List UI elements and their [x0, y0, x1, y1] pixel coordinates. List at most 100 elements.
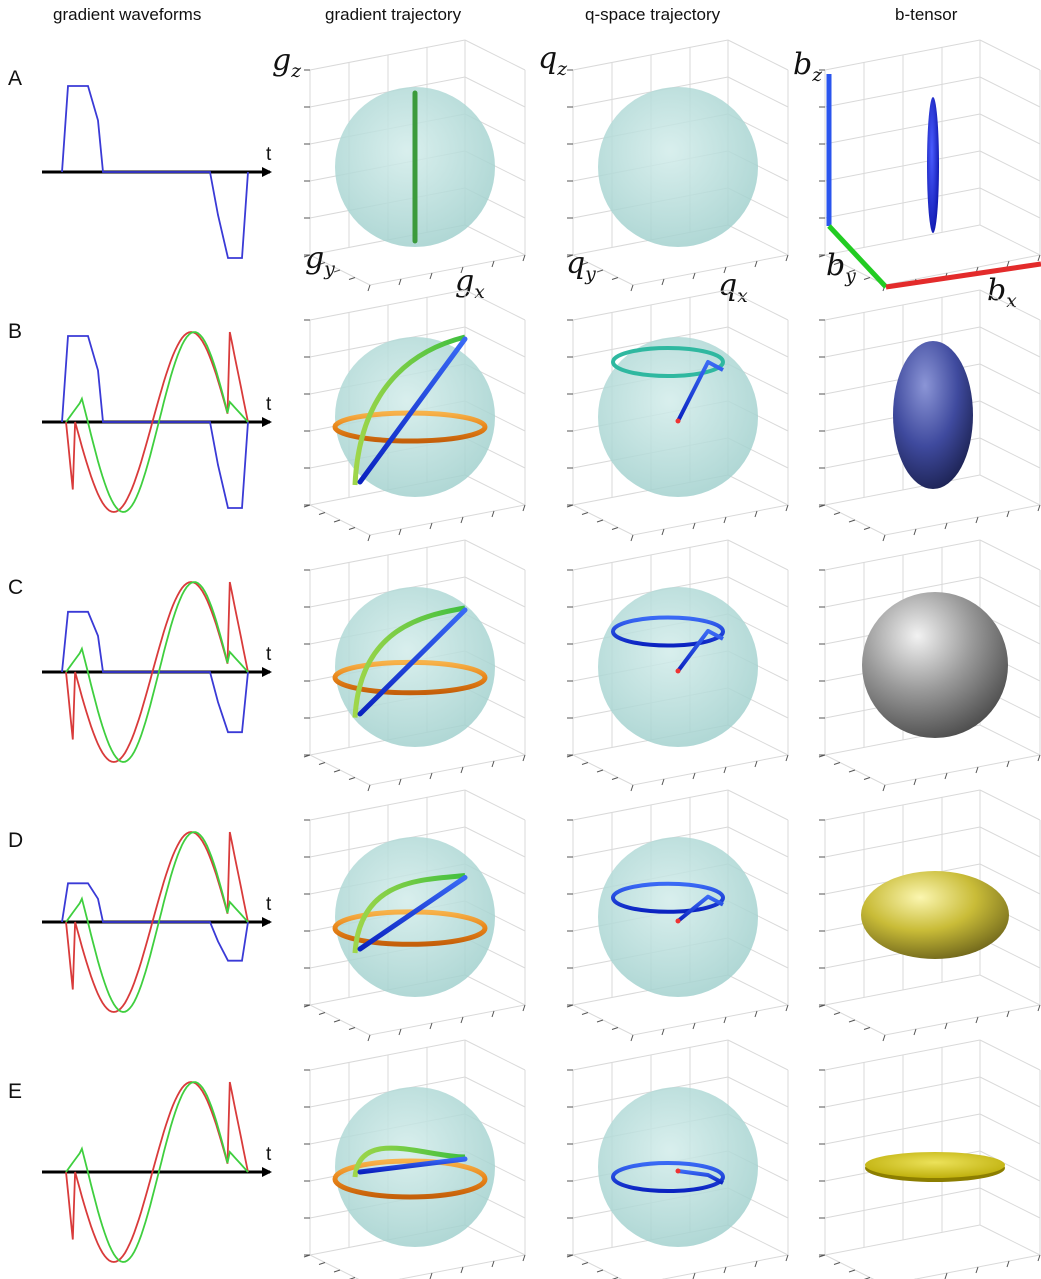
tick-mark [429, 1022, 433, 1030]
trajectory-tail [677, 1169, 724, 1185]
unit-sphere [598, 587, 758, 747]
row-label-e: E [8, 1080, 23, 1103]
waveform-y [65, 1081, 249, 1263]
grid-line [464, 1039, 526, 1071]
tick-mark [596, 519, 604, 523]
axis-label-subscript: x [474, 282, 485, 303]
tick-mark [975, 516, 979, 524]
tick-mark [367, 534, 371, 542]
tick-mark [833, 1012, 841, 1015]
grid-line [464, 1076, 526, 1108]
grid-line [979, 789, 1041, 821]
grid-line [398, 1254, 526, 1279]
tick-mark [818, 1254, 826, 1258]
grid-line [979, 1150, 1041, 1182]
grid-line [979, 1224, 1041, 1256]
grid-line [979, 539, 1041, 571]
b-tensor-shape [862, 592, 1008, 738]
time-axis-label: t [266, 394, 272, 415]
grid-line [369, 754, 526, 786]
grid-line [632, 254, 789, 286]
tick-mark [944, 1272, 948, 1279]
grid-line [884, 254, 1041, 286]
tick-mark [882, 784, 886, 792]
figure-row-b: t [42, 289, 1041, 542]
bx-axis-line [885, 261, 1041, 290]
tick-mark [460, 766, 464, 774]
grid-line [464, 1224, 526, 1256]
grid-line [727, 76, 789, 108]
tick-mark [848, 519, 856, 523]
tick-mark [348, 277, 356, 280]
tick-mark [913, 1028, 917, 1036]
grid-line [884, 504, 1041, 536]
column-header-btensor: b-tensor [895, 5, 958, 24]
figure-row-c: t [42, 539, 1041, 792]
time-axis-label: t [266, 1144, 272, 1165]
grid-line [632, 504, 789, 536]
tick-mark [1006, 1260, 1010, 1268]
grid-line [464, 789, 526, 821]
time-axis-label: t [266, 144, 272, 165]
b-tensor-shape [893, 341, 973, 489]
tick-mark [863, 777, 871, 780]
axis-label-subscript: z [556, 59, 567, 80]
axis-label-subscript: x [737, 286, 748, 307]
tick-mark [318, 1262, 326, 1265]
tick-mark [754, 1260, 758, 1268]
grid-line [824, 974, 981, 1006]
tick-mark [975, 1266, 979, 1274]
tick-mark [833, 762, 841, 765]
tick-mark [348, 527, 356, 530]
grid-line [979, 289, 1041, 321]
grid-line [661, 1254, 789, 1279]
grid-line [979, 826, 1041, 858]
trajectory-loop [611, 1161, 725, 1193]
grid-line [464, 39, 526, 71]
grid-line [727, 1224, 789, 1256]
trajectory-loop [611, 346, 725, 378]
tick-mark [333, 519, 341, 523]
tick-mark [596, 269, 604, 273]
tick-mark [754, 510, 758, 518]
grid-line [979, 39, 1041, 71]
tick-mark [723, 766, 727, 774]
waveform-y [65, 831, 249, 1013]
trajectory-tail [676, 894, 724, 923]
tick-mark [581, 762, 589, 765]
tick-mark [1006, 760, 1010, 768]
tick-mark [318, 1012, 326, 1015]
column-header-qspace-trajectory: q-space trajectory [585, 5, 721, 24]
tick-mark [318, 762, 326, 765]
row-label-c: C [8, 576, 24, 599]
trajectory-diagonal [357, 875, 468, 952]
grid-line [464, 76, 526, 108]
tick-mark [522, 1004, 526, 1012]
tick-mark [785, 1254, 789, 1262]
grid-line [979, 326, 1041, 358]
tick-mark [785, 254, 789, 262]
tick-mark [1006, 1010, 1010, 1018]
tick-mark [522, 504, 526, 512]
axis-label-subscript: y [323, 259, 335, 280]
tick-mark [692, 1272, 696, 1279]
tick-mark [367, 784, 371, 792]
grid-line [727, 826, 789, 858]
trajectory-diagonal [357, 1156, 468, 1175]
tick-mark [348, 1027, 356, 1030]
tick-mark [723, 1016, 727, 1024]
grid-line [979, 1113, 1041, 1145]
tick-mark [596, 1019, 604, 1023]
tick-mark [398, 278, 402, 286]
tick-mark [367, 1034, 371, 1042]
grid-line [369, 1004, 526, 1036]
figure-row-e: t [42, 1039, 1041, 1279]
grid-line [913, 1254, 1041, 1279]
grid-line [979, 400, 1041, 432]
tick-mark [975, 766, 979, 774]
column-header-waveforms: gradient waveforms [53, 5, 202, 24]
unit-sphere [598, 1087, 758, 1247]
tick-mark [1037, 754, 1041, 762]
tick-mark [566, 504, 574, 508]
tick-mark [630, 784, 634, 792]
